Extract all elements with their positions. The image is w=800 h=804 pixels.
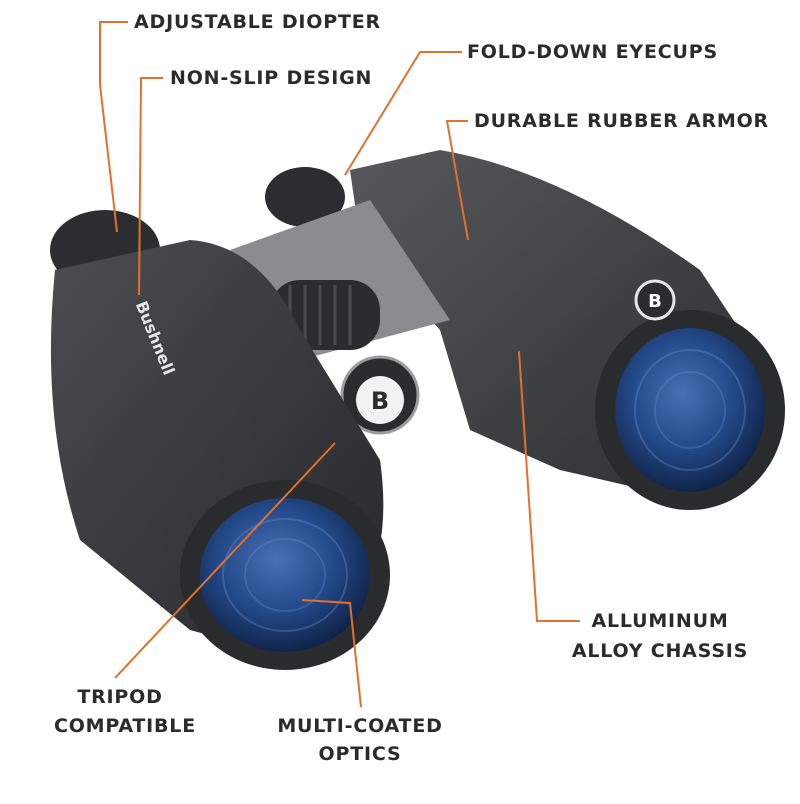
leader-tripod xyxy=(114,442,336,679)
callout-tripod: TRIPOD xyxy=(77,686,163,708)
right-eyecup xyxy=(265,167,345,227)
leader-eyecups xyxy=(344,51,462,176)
leader-armor xyxy=(445,120,469,241)
brand-badge-letter: B xyxy=(648,291,662,312)
callout-alluminum: ALLUMINUM xyxy=(591,610,729,632)
callout-multi-coated: MULTI-COATED xyxy=(277,715,443,737)
right-objective-lens xyxy=(615,328,765,492)
left-barrel: Bushnell xyxy=(50,210,390,670)
callout-compatible: COMPATIBLE xyxy=(53,715,196,737)
callout-alloy-chassis: ALLOY CHASSIS xyxy=(571,640,749,662)
callout-optics: OPTICS xyxy=(318,743,402,765)
tripod-cap-letter: B xyxy=(371,387,389,415)
callout-durable-rubber-armor: DURABLE RUBBER ARMOR xyxy=(474,110,769,132)
callout-non-slip-design: NON-SLIP DESIGN xyxy=(170,67,373,89)
callout-adjustable-diopter: ADJUSTABLE DIOPTER xyxy=(134,11,381,33)
callout-fold-down-eyecups: FOLD-DOWN EYECUPS xyxy=(467,41,718,63)
leader-diopter xyxy=(99,21,128,233)
leader-chassis xyxy=(518,350,580,622)
brand-badge-icon xyxy=(634,279,676,321)
right-barrel: B xyxy=(265,150,785,510)
callout-leader-lines xyxy=(99,21,580,708)
leader-non-slip xyxy=(138,77,163,296)
left-objective-lens xyxy=(200,498,370,652)
tripod-cap-logo-icon xyxy=(356,376,404,424)
leader-optics xyxy=(301,599,362,708)
